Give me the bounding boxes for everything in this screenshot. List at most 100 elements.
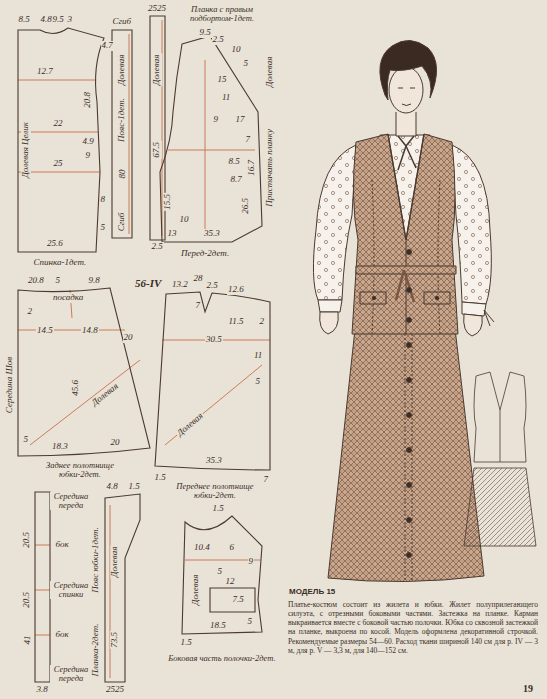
dimension-label: 8 xyxy=(100,195,107,205)
piece-outline xyxy=(18,288,150,456)
piece-label: Спинка-1дет. xyxy=(33,258,88,268)
dimension-label: 1.5 xyxy=(128,482,141,492)
dimension-label: 10.4 xyxy=(193,543,211,553)
piece-contour xyxy=(160,36,262,242)
dimension-label: 5 xyxy=(243,59,250,69)
piece-label: Сгиб xyxy=(117,212,127,233)
dimension-label: 15 xyxy=(217,75,228,85)
dimension-label: 3.8 xyxy=(36,685,49,695)
piece-label: Пристачать планку xyxy=(265,128,275,208)
dimension-label: 28 xyxy=(193,274,204,284)
dimension-label: 9.5 xyxy=(199,28,212,38)
piece-label: Пояс юбки-1дет. xyxy=(91,526,101,594)
dimension-label: 12 xyxy=(225,577,236,587)
dimension-label: 25 xyxy=(53,159,64,169)
dimension-label: 16.7 xyxy=(247,159,257,177)
dimension-label: 2.5 xyxy=(212,35,225,45)
piece-label: Долевая xyxy=(110,546,120,579)
piece-label: Середина Шов xyxy=(5,356,15,414)
dimension-label: 4.8 xyxy=(106,482,119,492)
dimension-label: 5 xyxy=(255,377,262,387)
piece-outline xyxy=(155,292,270,472)
piece-label: бок xyxy=(55,630,70,640)
dimension-label: 10 xyxy=(231,45,242,55)
dimension-label: посадка xyxy=(52,293,84,303)
dimension-label: 7 xyxy=(263,475,270,485)
piece-label: Середина переда xyxy=(50,492,92,511)
pattern-piece: Середина передабокСередина спинкибокСере… xyxy=(35,492,50,682)
piece-label: Долевая Целик xyxy=(21,121,31,179)
piece-contour xyxy=(112,30,132,238)
dimension-label: 45.6 xyxy=(71,379,81,397)
dimension-label: 8.5 xyxy=(18,15,31,25)
dimension-label: 17 xyxy=(235,115,246,125)
dimension-label: 13.2 xyxy=(171,280,189,290)
dimension-label: 15.5 xyxy=(163,193,173,211)
piece-label: Долевая xyxy=(191,574,201,607)
piece-contour xyxy=(18,28,104,252)
dimension-label: 3 xyxy=(67,15,74,25)
dimension-label: 11 xyxy=(221,93,231,103)
dimension-label: 30.5 xyxy=(205,335,223,345)
construction-line xyxy=(110,505,111,678)
dimension-label: 4.9 xyxy=(82,137,95,147)
dimension-label: 5 xyxy=(100,223,107,233)
piece-label: Долевая xyxy=(152,54,162,87)
dimension-label: 1.5 xyxy=(180,638,193,648)
dimension-label: 20.8 xyxy=(83,91,93,109)
dimension-label: 35.3 xyxy=(203,229,221,239)
dimension-label: 8.7 xyxy=(230,175,243,185)
dimension-label: 7.5 xyxy=(232,595,245,605)
dimension-label: 41 xyxy=(22,634,32,645)
pattern-piece: ДолеваяПереднее полотнище юбки-2дет. xyxy=(155,292,270,472)
dimension-label: 14.8 xyxy=(81,326,99,336)
model-description: Платье-костюм состоит из жилета и юбки. … xyxy=(288,600,538,655)
dimension-label: 22 xyxy=(53,119,64,129)
piece-outline xyxy=(105,494,140,682)
dimension-label: 1.5 xyxy=(212,504,225,514)
piece-contour xyxy=(35,492,50,682)
piece-label: Долевая xyxy=(265,56,275,89)
dimension-label: 4.7 xyxy=(101,41,114,51)
construction-line xyxy=(18,290,140,445)
dimension-label: 67.5 xyxy=(152,141,162,159)
dimension-label: 20.5 xyxy=(22,531,32,549)
dimension-label: 5 xyxy=(247,617,254,627)
piece-label: Планка-2дет. xyxy=(90,623,100,678)
piece-label: Долевая xyxy=(89,381,121,409)
dimension-label: 20.8 xyxy=(27,276,45,286)
dimension-label: 11 xyxy=(253,351,263,361)
dimension-label: 26.5 xyxy=(241,197,251,215)
piece-label: Пояс-1дет. xyxy=(117,97,127,143)
dimension-label: 7 xyxy=(245,135,252,145)
page-number: 19 xyxy=(522,683,534,694)
piece-label: Заднее полотнище юбки-2дет. xyxy=(32,461,129,480)
piece-label: бок xyxy=(55,540,70,550)
dimension-label: 20.5 xyxy=(22,591,32,609)
dimension-label: 2525 xyxy=(105,685,125,695)
construction-line xyxy=(35,545,50,635)
dimension-label: 20 xyxy=(123,333,134,343)
piece-label: Перед-2дет. xyxy=(180,249,230,259)
dimension-label: 2.5 xyxy=(151,242,164,252)
dimension-label: 13 xyxy=(167,229,178,239)
piece-contour xyxy=(105,494,140,682)
construction-line xyxy=(129,34,130,234)
dimension-label: 9.8 xyxy=(88,276,101,286)
dimension-label: 25.6 xyxy=(46,239,64,249)
piece-label: Долевая xyxy=(117,54,127,87)
dimension-label: 11.5 xyxy=(228,317,245,327)
dimension-label: 1.5 xyxy=(154,473,167,483)
dimension-label: 9 xyxy=(213,115,220,125)
dimension-label: 6 xyxy=(229,543,236,553)
dimension-label: 9 xyxy=(85,151,92,161)
dimension-label: 18.5 xyxy=(209,621,227,631)
dimension-label: 2525 xyxy=(147,4,167,14)
dimension-label: 8.5 xyxy=(228,157,241,167)
dimension-label: 20 xyxy=(110,438,121,448)
dimension-label: 12.6 xyxy=(227,285,245,295)
piece-label: Середина переда xyxy=(50,665,92,684)
dimension-label: 5 xyxy=(217,567,224,577)
piece-label: Планка с правым подбортом-1дет. xyxy=(171,5,273,24)
